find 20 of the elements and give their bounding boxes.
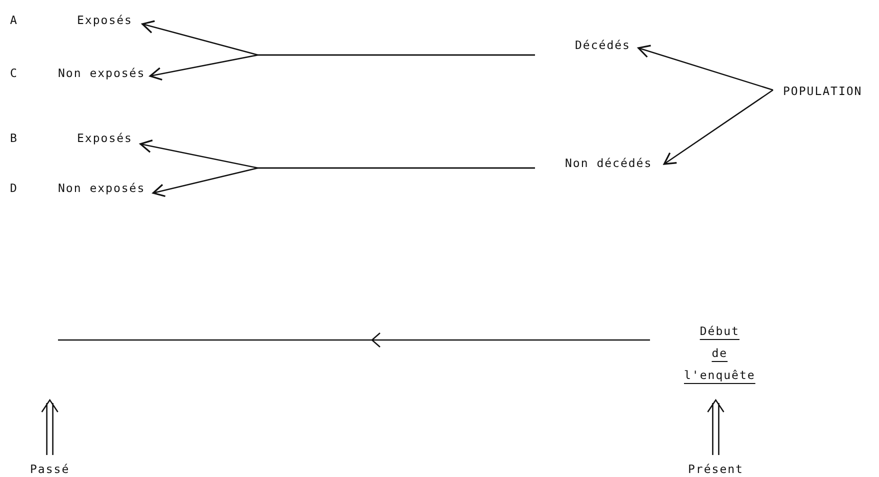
node-label: Début de l'enquête <box>684 324 756 382</box>
node-label: Décédés <box>575 38 630 52</box>
node-label: Présent <box>688 462 744 476</box>
node-label: Non décédés <box>565 156 652 170</box>
arrow <box>663 89 774 165</box>
double-arrow <box>707 398 724 456</box>
node-label: POPULATION <box>783 84 862 98</box>
row-letter: D <box>10 181 18 195</box>
node-label: Non exposés <box>58 66 146 80</box>
row-letter: B <box>10 131 18 145</box>
row-letter: C <box>10 66 18 80</box>
node-label: Exposés <box>77 131 132 145</box>
node-label: Non exposés <box>58 181 146 195</box>
arrow <box>152 167 535 198</box>
arrow <box>149 54 535 81</box>
row-letter: A <box>10 13 18 27</box>
node-label: Exposés <box>77 13 132 27</box>
node-label: Passé <box>30 462 70 476</box>
double-arrow <box>41 398 58 456</box>
arrow <box>638 44 774 91</box>
